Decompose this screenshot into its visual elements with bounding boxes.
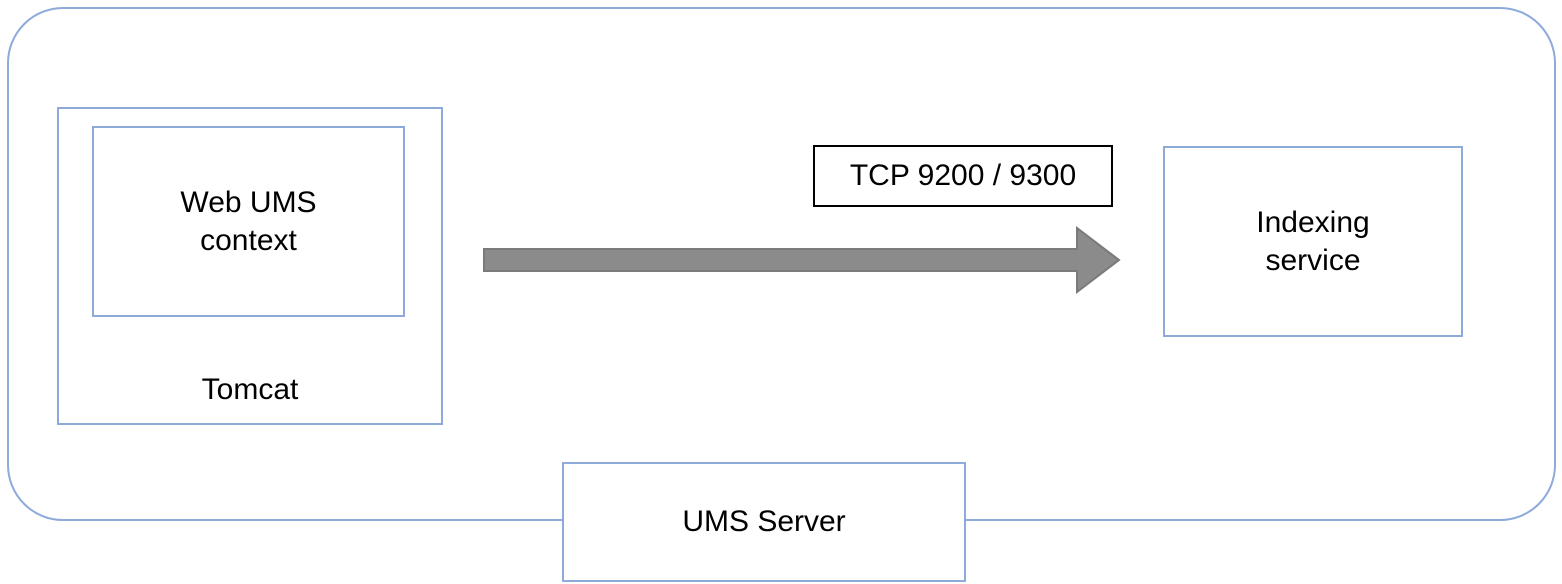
indexing-service-box: Indexing service xyxy=(1163,146,1463,337)
tomcat-label: Tomcat xyxy=(201,373,299,406)
connection-port-label-box: TCP 9200 / 9300 xyxy=(813,145,1113,207)
connection-port-label: TCP 9200 / 9300 xyxy=(849,159,1077,193)
web-ums-context-box: Web UMS context xyxy=(92,126,405,317)
indexing-service-label: Indexing service xyxy=(1256,206,1370,277)
ums-server-title-box: UMS Server xyxy=(562,462,966,582)
tomcat-box xyxy=(57,107,443,425)
web-ums-context-label: Web UMS context xyxy=(180,186,317,257)
ums-server-label: UMS Server xyxy=(682,505,846,539)
connection-arrow-shape xyxy=(483,226,1121,294)
connection-arrow xyxy=(483,226,1121,294)
